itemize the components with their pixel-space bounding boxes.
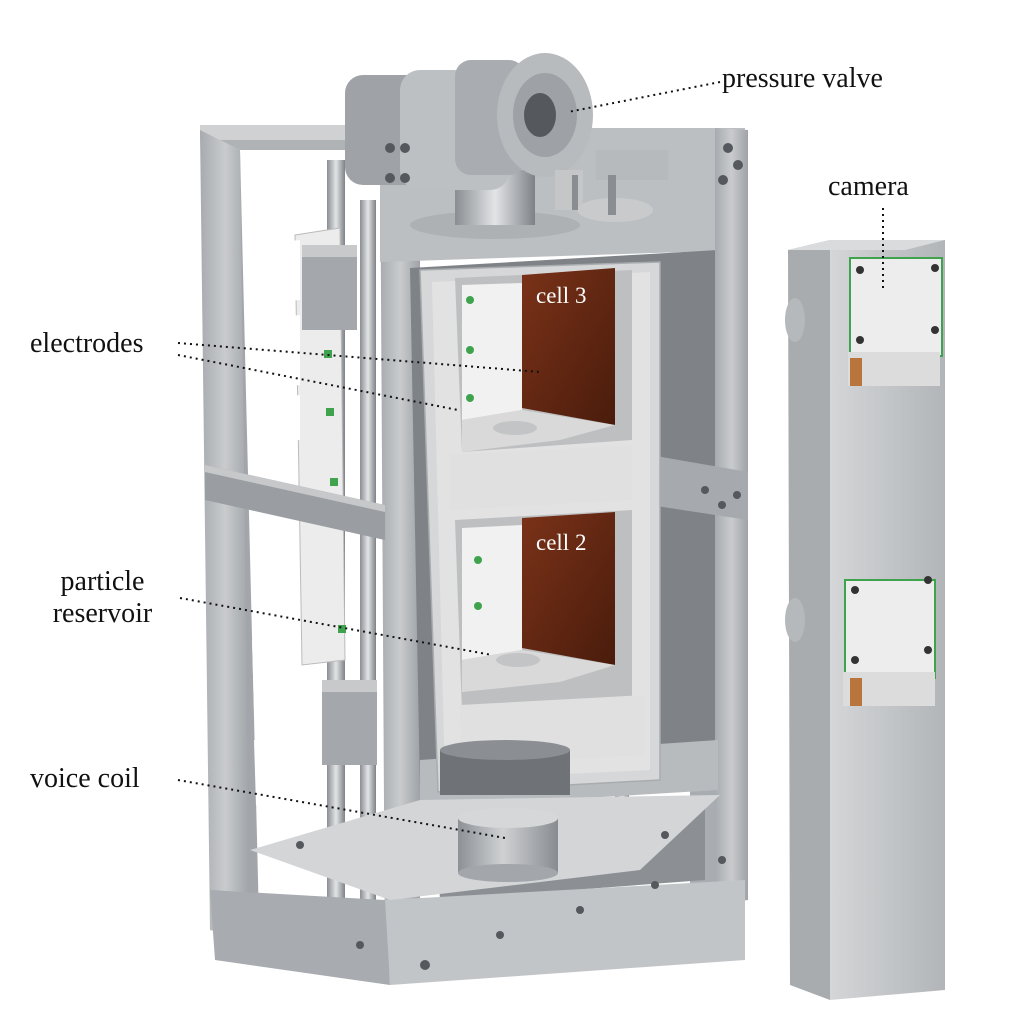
leader-lines <box>177 81 884 839</box>
camera-column <box>785 240 945 1000</box>
label-camera: camera <box>828 171 909 202</box>
side-pcb <box>294 227 346 666</box>
label-pressure-valve: pressure valve <box>722 63 883 94</box>
label-cell-3: cell 3 <box>536 283 587 308</box>
label-electrodes: electrodes <box>30 328 144 359</box>
voice-coil <box>440 740 570 882</box>
label-reservoir: reservoir <box>52 598 153 629</box>
label-cell-2: cell 2 <box>536 530 587 555</box>
leader-pressure-valve <box>567 81 721 113</box>
leader-particle-reservoir <box>179 597 493 656</box>
cell-3-electrode <box>522 268 615 425</box>
slider-blocks <box>302 245 377 765</box>
cell-3 <box>450 268 632 510</box>
leader-electrodes-1 <box>177 342 541 373</box>
leader-voice-coil <box>177 779 506 839</box>
camera-board-bottom <box>844 579 936 679</box>
cell-2-electrode <box>522 512 615 665</box>
frame-bolts <box>296 143 743 970</box>
camera-board-top <box>849 257 943 357</box>
label-particle: particle <box>60 566 145 597</box>
pressure-valve-assembly <box>345 53 668 239</box>
label-voice-coil: voice coil <box>30 763 140 794</box>
